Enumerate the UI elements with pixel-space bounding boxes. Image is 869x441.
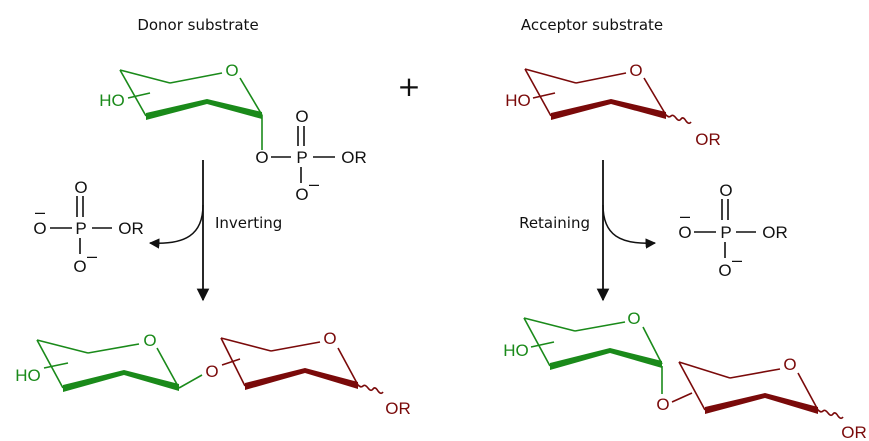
acceptor-hydroxyl: HO bbox=[505, 91, 531, 110]
right-phosphate-or-group: OR bbox=[762, 223, 788, 242]
right-phosphate-oxo-oxygen: O bbox=[719, 181, 732, 200]
right-phosphate-phosphorus: P bbox=[720, 223, 731, 242]
inverted-glycosidic-oxygen: O bbox=[205, 362, 218, 381]
donor-sugar bbox=[119, 69, 263, 150]
retained-or-group: OR bbox=[841, 423, 867, 441]
inverted-red-bold-2 bbox=[305, 368, 358, 389]
inverting-leaving-arrow bbox=[148, 204, 204, 249]
acceptor-bold-bond-1 bbox=[551, 99, 611, 120]
inverted-green-ring-oxygen: O bbox=[143, 331, 156, 350]
donor-phosphate bbox=[271, 126, 335, 183]
inverted-green-bold-1 bbox=[63, 370, 124, 392]
right-released-phosphate bbox=[694, 199, 756, 258]
donor-oxo-oxygen: O bbox=[295, 107, 308, 126]
donor-negative-charge: – bbox=[309, 174, 319, 194]
left-phosphate-oxygen-bottom: O bbox=[73, 257, 86, 276]
inverted-or-group: OR bbox=[385, 399, 411, 418]
left-phosphate-charge-1: – bbox=[35, 202, 45, 222]
acceptor-sugar bbox=[524, 68, 692, 125]
retained-product-red-ring bbox=[671, 361, 844, 420]
inverted-product-red-ring bbox=[220, 337, 384, 395]
acceptor-or-group: OR bbox=[695, 130, 721, 149]
inverted-product-green-ring bbox=[36, 339, 203, 389]
left-phosphate-phosphorus: P bbox=[75, 219, 86, 238]
retained-glycosidic-oxygen: O bbox=[656, 395, 669, 414]
retained-red-bold-2 bbox=[765, 393, 818, 414]
retained-red-bold-1 bbox=[705, 393, 765, 414]
donor-bold-bond-2 bbox=[207, 99, 262, 119]
inverted-red-bold-1 bbox=[245, 368, 305, 390]
inverting-label: Inverting bbox=[215, 214, 282, 232]
donor-ring-oxygen: O bbox=[225, 61, 238, 80]
donor-or-group: OR bbox=[341, 148, 367, 167]
inverted-green-bold-2 bbox=[124, 370, 179, 391]
donor-bridge-oxygen: O bbox=[255, 148, 268, 167]
retaining-label: Retaining bbox=[519, 214, 590, 232]
right-phosphate-oxygen-bottom: O bbox=[718, 261, 731, 280]
retaining-leaving-arrow bbox=[602, 204, 657, 249]
retained-green-ring-oxygen: O bbox=[627, 309, 640, 328]
retained-green-bold-2 bbox=[610, 348, 662, 368]
donor-title: Donor substrate bbox=[137, 16, 258, 34]
retained-green-bold-1 bbox=[550, 348, 610, 370]
plus-sign: + bbox=[397, 70, 420, 103]
retained-product-green-ring bbox=[523, 317, 663, 394]
acceptor-bold-bond-2 bbox=[611, 99, 666, 119]
donor-hydroxyl: HO bbox=[99, 91, 125, 110]
left-phosphate-or-group: OR bbox=[118, 219, 144, 238]
inverted-green-hydroxyl: HO bbox=[15, 366, 41, 385]
right-phosphate-charge-2: – bbox=[732, 250, 742, 270]
left-phosphate-charge-2: – bbox=[87, 246, 97, 266]
right-phosphate-oxygen-left: O bbox=[678, 223, 691, 242]
retained-green-hydroxyl: HO bbox=[503, 341, 529, 360]
right-phosphate-charge-1: – bbox=[680, 206, 690, 226]
left-released-phosphate bbox=[50, 196, 112, 254]
acceptor-title: Acceptor substrate bbox=[521, 16, 663, 34]
acceptor-ring-oxygen: O bbox=[629, 61, 642, 80]
donor-bold-bond-1 bbox=[146, 99, 207, 120]
left-phosphate-oxygen-left: O bbox=[33, 219, 46, 238]
donor-phosphorus: P bbox=[296, 148, 307, 167]
retained-red-ring-oxygen: O bbox=[783, 355, 796, 374]
inverted-red-ring-oxygen: O bbox=[323, 329, 336, 348]
left-phosphate-oxo-oxygen: O bbox=[74, 178, 87, 197]
donor-anionic-oxygen: O bbox=[295, 185, 308, 204]
